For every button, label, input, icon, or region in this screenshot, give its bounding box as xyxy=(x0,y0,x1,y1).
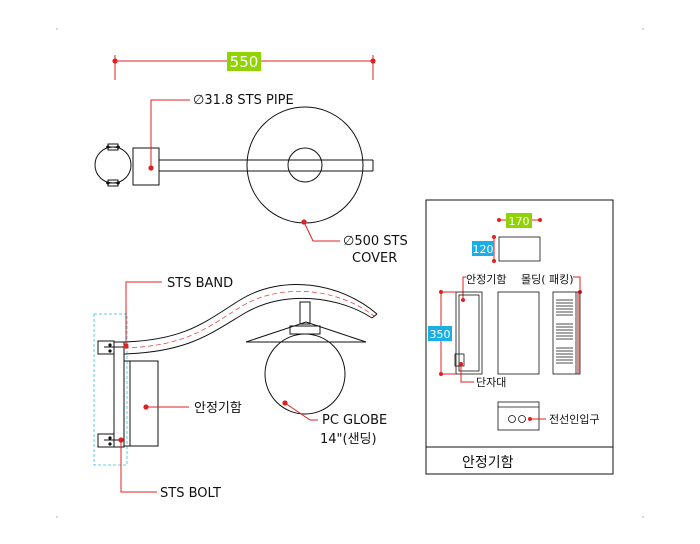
pipe-clamp xyxy=(94,143,132,187)
side-ballast-box xyxy=(123,360,159,447)
sheet-corner-marks xyxy=(56,28,644,518)
dimension-550: 550 xyxy=(112,52,376,80)
band-clamp-top xyxy=(97,340,124,355)
cover-label-line2: COVER xyxy=(352,251,397,266)
bolt-leader xyxy=(118,437,157,493)
top-cover-hub xyxy=(287,147,323,183)
detail-label-molding: 몰딩( 패킹) xyxy=(521,273,574,286)
detail-panel-frame xyxy=(425,199,614,475)
box-leader xyxy=(143,404,189,410)
detail-label-entry: 전선인입구 xyxy=(549,413,600,426)
cover-leader xyxy=(301,219,340,242)
band-label: STS BAND xyxy=(167,276,233,291)
top-mount-box xyxy=(132,147,160,186)
detail-label-box: 안정기함 xyxy=(466,273,506,286)
dim-350-tag xyxy=(428,326,452,341)
side-curved-arm xyxy=(123,284,378,355)
dim-120-tag xyxy=(472,241,494,256)
pipe-label: ∅31.8 STS PIPE xyxy=(193,93,294,108)
dim-550-tag xyxy=(227,52,261,71)
cover-label-line1: ∅500 STS xyxy=(343,234,408,249)
side-globe xyxy=(264,333,346,415)
box-label: 안정기함 xyxy=(194,401,242,416)
detail-top-box: 170 120 xyxy=(472,213,542,263)
detail-molding xyxy=(552,291,581,375)
top-cover-disc xyxy=(246,106,364,224)
dim-550-text: 550 xyxy=(230,53,259,71)
detail-box-front xyxy=(497,291,540,375)
bolt-label: STS BOLT xyxy=(160,486,221,501)
dim-170-text: 170 xyxy=(509,215,530,228)
detail-label-terminal: 단자대 xyxy=(476,376,506,389)
band-leader xyxy=(123,281,162,349)
top-view: 550 ∅31.8 STS PIPE xyxy=(94,52,408,266)
pole-outline xyxy=(93,313,128,466)
side-shade xyxy=(245,301,367,343)
dim-350-text: 350 xyxy=(430,328,451,341)
detail-panel-title: 안정기함 xyxy=(462,455,514,471)
globe-leader xyxy=(282,400,318,421)
side-mount-plate xyxy=(113,341,125,448)
detail-bottom-box xyxy=(497,401,546,431)
globe-label-line2: 14"(샌딩) xyxy=(320,432,377,447)
globe-label-line1: PC GLOBE xyxy=(322,413,387,428)
detail-panel: 안정기함 170 120 안정기함 몰딩( 패킹) xyxy=(425,199,614,475)
side-view: STS BAND 안정기함 PC GLOBE 14"(샌딩) STS BOLT xyxy=(93,276,387,501)
detail-box-side: 350 xyxy=(428,290,483,376)
dim-170-tag xyxy=(506,213,532,228)
pipe-leader xyxy=(148,99,190,171)
top-arm-pipe xyxy=(159,159,374,172)
dim-120-text: 120 xyxy=(473,243,494,256)
